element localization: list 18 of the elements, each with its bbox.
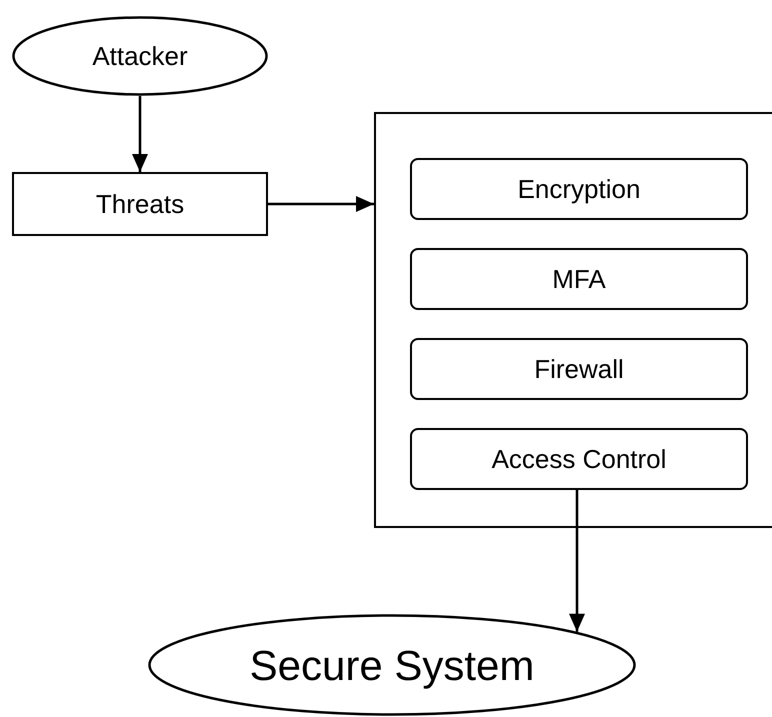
node-label: Threats (96, 188, 184, 220)
node-label: Secure System (250, 640, 534, 691)
container-box (374, 112, 772, 528)
node-label: Attacker (92, 40, 188, 72)
node-label: Encryption (518, 172, 640, 206)
arrow (268, 196, 374, 212)
node-label: Access Control (492, 442, 666, 476)
node-label: MFA (552, 262, 606, 296)
arrow (569, 488, 585, 632)
rounded-box (410, 428, 748, 490)
rounded-box (410, 248, 748, 310)
ellipse-node (12, 16, 268, 96)
ellipse-node (148, 614, 636, 716)
arrow (132, 96, 148, 172)
node-label: Firewall (534, 352, 624, 386)
rounded-box (410, 158, 748, 220)
process-box (12, 172, 268, 236)
rounded-box (410, 338, 748, 400)
